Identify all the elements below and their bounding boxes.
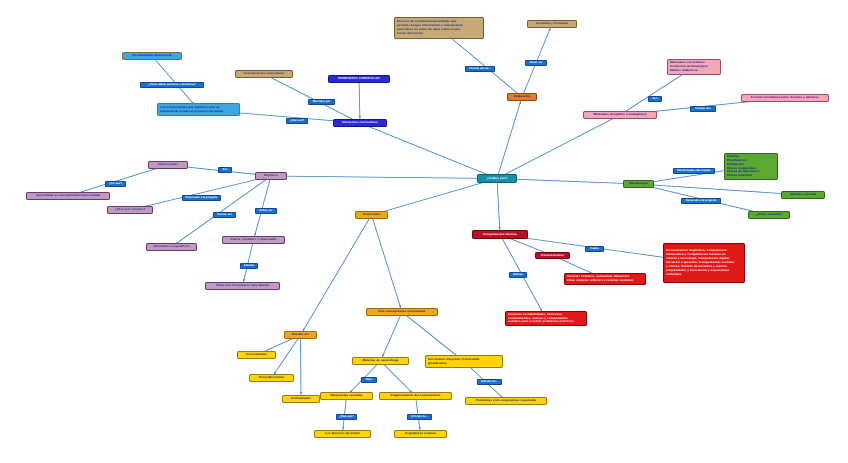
- edge-label-metodologia-to-metlista[interactable]: Metodologías más usadas: [673, 168, 715, 174]
- edge-label-objetivos-to-claros[interactable]: Deben ser: [255, 208, 277, 214]
- map-edge-objetivos-to-paraque: [129, 175, 272, 211]
- map-node-matcurr[interactable]: Materiales curriculares Confusión termin…: [667, 59, 721, 75]
- map-node-competencias[interactable]: Competencias básicas: [472, 230, 528, 239]
- map-node-caracter[interactable]: Carácter holístico, contextual, dimensió…: [564, 273, 646, 285]
- map-node-problemas[interactable]: Problemas entre asignaturas separadas: [465, 397, 547, 405]
- map-node-curriculum[interactable]: Currículum integrado (Currículum globali…: [425, 355, 503, 368]
- edge-arrowhead: [274, 371, 277, 375]
- edge-label-objetivos-to-intenciona[interactable]: Son: [218, 167, 232, 173]
- edge-arrowhead: [540, 308, 543, 312]
- edge-label-respuestas-to-alumnosapr[interactable]: ¿Para qué?: [336, 414, 357, 420]
- map-node-materiaap[interactable]: Materias de aprendizaje: [352, 357, 409, 365]
- map-node-proceso[interactable]: Proceso de enseñanza-aprendizaje que per…: [394, 17, 484, 39]
- edge-label-materiales-to-matcurr[interactable]: Son: [648, 96, 662, 102]
- edge-arrowhead: [254, 233, 257, 236]
- map-node-alumnosapr[interactable]: Los alumnos aprendan: [314, 430, 371, 438]
- map-edge-intenciona-to-aprendizaje: [67, 164, 169, 197]
- map-edge-concepcion-to-elementos: [263, 73, 361, 124]
- map-node-paraque[interactable]: ¿Para qué enseñar?: [107, 206, 153, 214]
- map-node-materiales[interactable]: Materiales (tangibles e intangibles): [583, 111, 657, 119]
- map-edge-materiales-to-matcurr: [619, 66, 695, 116]
- edge-arrowhead: [518, 101, 522, 104]
- edge-label-intenciona-to-aprendizaje[interactable]: ¿Por qué?: [105, 181, 126, 187]
- map-node-actitudinal[interactable]: Actitudinales: [282, 395, 320, 403]
- map-node-elementos[interactable]: Elementos curriculares: [333, 119, 387, 127]
- map-node-funcion[interactable]: Función mediadora entre docente y alumno…: [741, 94, 829, 102]
- edge-label-conjunta-to-componentes[interactable]: ¿Cómo deben pensarse y diseñarse?: [140, 82, 204, 88]
- map-node-procedimen[interactable]: Procedimentales: [249, 374, 294, 382]
- map-edge-propuesta-to-elementos: [358, 78, 361, 124]
- map-node-conceptuales[interactable]: Conceptuales: [237, 351, 276, 359]
- map-edge-center-to-elementos: [359, 122, 498, 179]
- edge-arrowhead: [498, 227, 501, 230]
- edge-label-curriculum-to-problemas[interactable]: Difusión de...: [477, 379, 502, 385]
- map-node-componentes[interactable]: Los componentes que ayudan a que se pued…: [157, 103, 240, 116]
- map-node-intenciona[interactable]: Intencionales: [148, 161, 188, 169]
- edge-arrowhead: [398, 305, 402, 308]
- map-edge-center-to-contenidos: [371, 178, 498, 216]
- map-edge-materiaap-to-fragmenta: [380, 360, 416, 397]
- map-node-comoense[interactable]: ¿Cómo enseñar?: [748, 211, 790, 219]
- edge-label-elementos-to-componentes[interactable]: ¿Qué son?: [286, 118, 308, 124]
- edge-arrowhead: [358, 116, 361, 119]
- map-edge-center-to-materiales: [496, 114, 621, 179]
- edge-arrowhead: [418, 427, 421, 430]
- edge-label-metodologia-to-comoense[interactable]: Responde a la pregunta: [681, 198, 721, 204]
- edge-arrowhead: [382, 354, 385, 357]
- map-edge-evaluacion-to-proceso: [438, 27, 523, 98]
- map-node-metlista[interactable]: Tutorías Planificación Evaluación Clases…: [724, 153, 778, 180]
- edge-arrowhead: [302, 328, 305, 332]
- map-node-dosconcep[interactable]: Dos concepciones enfrentadas: [366, 308, 438, 316]
- map-node-center[interactable]: ¿Cuáles son?: [477, 174, 517, 183]
- edge-arrowhead: [299, 392, 303, 395]
- map-edge-center-to-competencias: [496, 178, 501, 235]
- edge-label-objetivos-to-paraque[interactable]: Responden a la pregunta: [182, 195, 221, 201]
- map-edge-metodologia-to-abierta: [638, 183, 804, 196]
- map-node-caracteris[interactable]: Características: [535, 252, 570, 259]
- map-edge-pueden-to-actitudinal: [300, 334, 302, 400]
- map-edge-pueden-to-procedimen: [271, 334, 301, 379]
- map-node-asignaturas[interactable]: Asignaturas estanco: [394, 430, 447, 438]
- map-node-contenidos[interactable]: Contenidos: [355, 211, 388, 219]
- edge-label-competencias-to-conjunto[interactable]: Definen: [509, 272, 527, 278]
- map-node-abierta[interactable]: Abierta o cerrada: [781, 191, 825, 199]
- map-node-fragmenta[interactable]: Fragmentación del conocimiento: [379, 392, 452, 400]
- edge-label-competencias-to-comunica[interactable]: Cuáles: [585, 246, 604, 252]
- map-node-respuestas[interactable]: Respuestas cerradas: [320, 392, 373, 400]
- map-node-conjunto[interactable]: Conjunto de habilidades, destrezas, cono…: [505, 311, 587, 326]
- map-edge-center-to-metodologia: [496, 178, 639, 185]
- edge-label-materiales-to-funcion[interactable]: Cumple una: [690, 106, 716, 112]
- map-node-conjunta[interactable]: De conjunta/o alternancia: [122, 52, 182, 60]
- edge-label-fragmenta-to-asignaturas[interactable]: El fondo de...: [407, 414, 432, 420]
- map-edge-contenidos-to-dosconcep: [371, 214, 403, 313]
- edge-arrowhead: [242, 279, 246, 282]
- map-edge-dosconcep-to-materiaap: [380, 311, 403, 362]
- edge-label-claros-to-formulacion[interactable]: Además: [240, 263, 258, 269]
- map-edge-center-to-evaluacion: [496, 96, 523, 179]
- map-node-pueden[interactable]: Pueden ser: [284, 331, 317, 339]
- map-node-metodologia[interactable]: Metodología: [623, 180, 654, 188]
- edge-label-materiaap-to-respuestas[interactable]: Otras: [361, 377, 377, 383]
- map-node-evaluacion[interactable]: Evaluación: [507, 93, 537, 101]
- map-node-sumativa[interactable]: Sumativa y formativa: [527, 20, 577, 28]
- map-node-generales[interactable]: Generales o específicos: [146, 243, 197, 251]
- edge-label-evaluacion-to-proceso[interactable]: Permite una de...: [465, 66, 495, 72]
- edge-label-concepcion-to-elementos[interactable]: Marcados por: [308, 99, 335, 105]
- map-node-formulacion[interactable]: Tener una formulación muy abierta: [205, 282, 280, 290]
- edge-label-objetivos-to-generales[interactable]: Pueden ser: [213, 212, 236, 218]
- map-edge-objetivos-to-generales: [171, 175, 272, 248]
- map-edge-center-to-objetivos: [270, 175, 498, 179]
- map-node-aprendizaje[interactable]: Aprendizaje es una actividad intencionad…: [26, 192, 110, 200]
- edge-arrowhead: [548, 28, 551, 31]
- edge-label-evaluacion-to-sumativa[interactable]: Puede ser: [525, 60, 547, 66]
- edge-arrowhead: [342, 427, 345, 430]
- map-edge-contenidos-to-pueden: [300, 214, 372, 336]
- map-node-claros[interactable]: Claros, medibles y observable: [222, 236, 285, 244]
- map-edge-dosconcep-to-curriculum: [401, 311, 465, 362]
- map-node-concepcion[interactable]: Concepciones curriculares: [235, 70, 293, 78]
- map-node-propuesta[interactable]: PROPUESTA CURRICULAR: [328, 75, 390, 83]
- map-node-comunica[interactable]: Comunicación lingüística, Competencia ma…: [663, 243, 745, 283]
- map-node-objetivos[interactable]: Objetivos: [255, 172, 287, 180]
